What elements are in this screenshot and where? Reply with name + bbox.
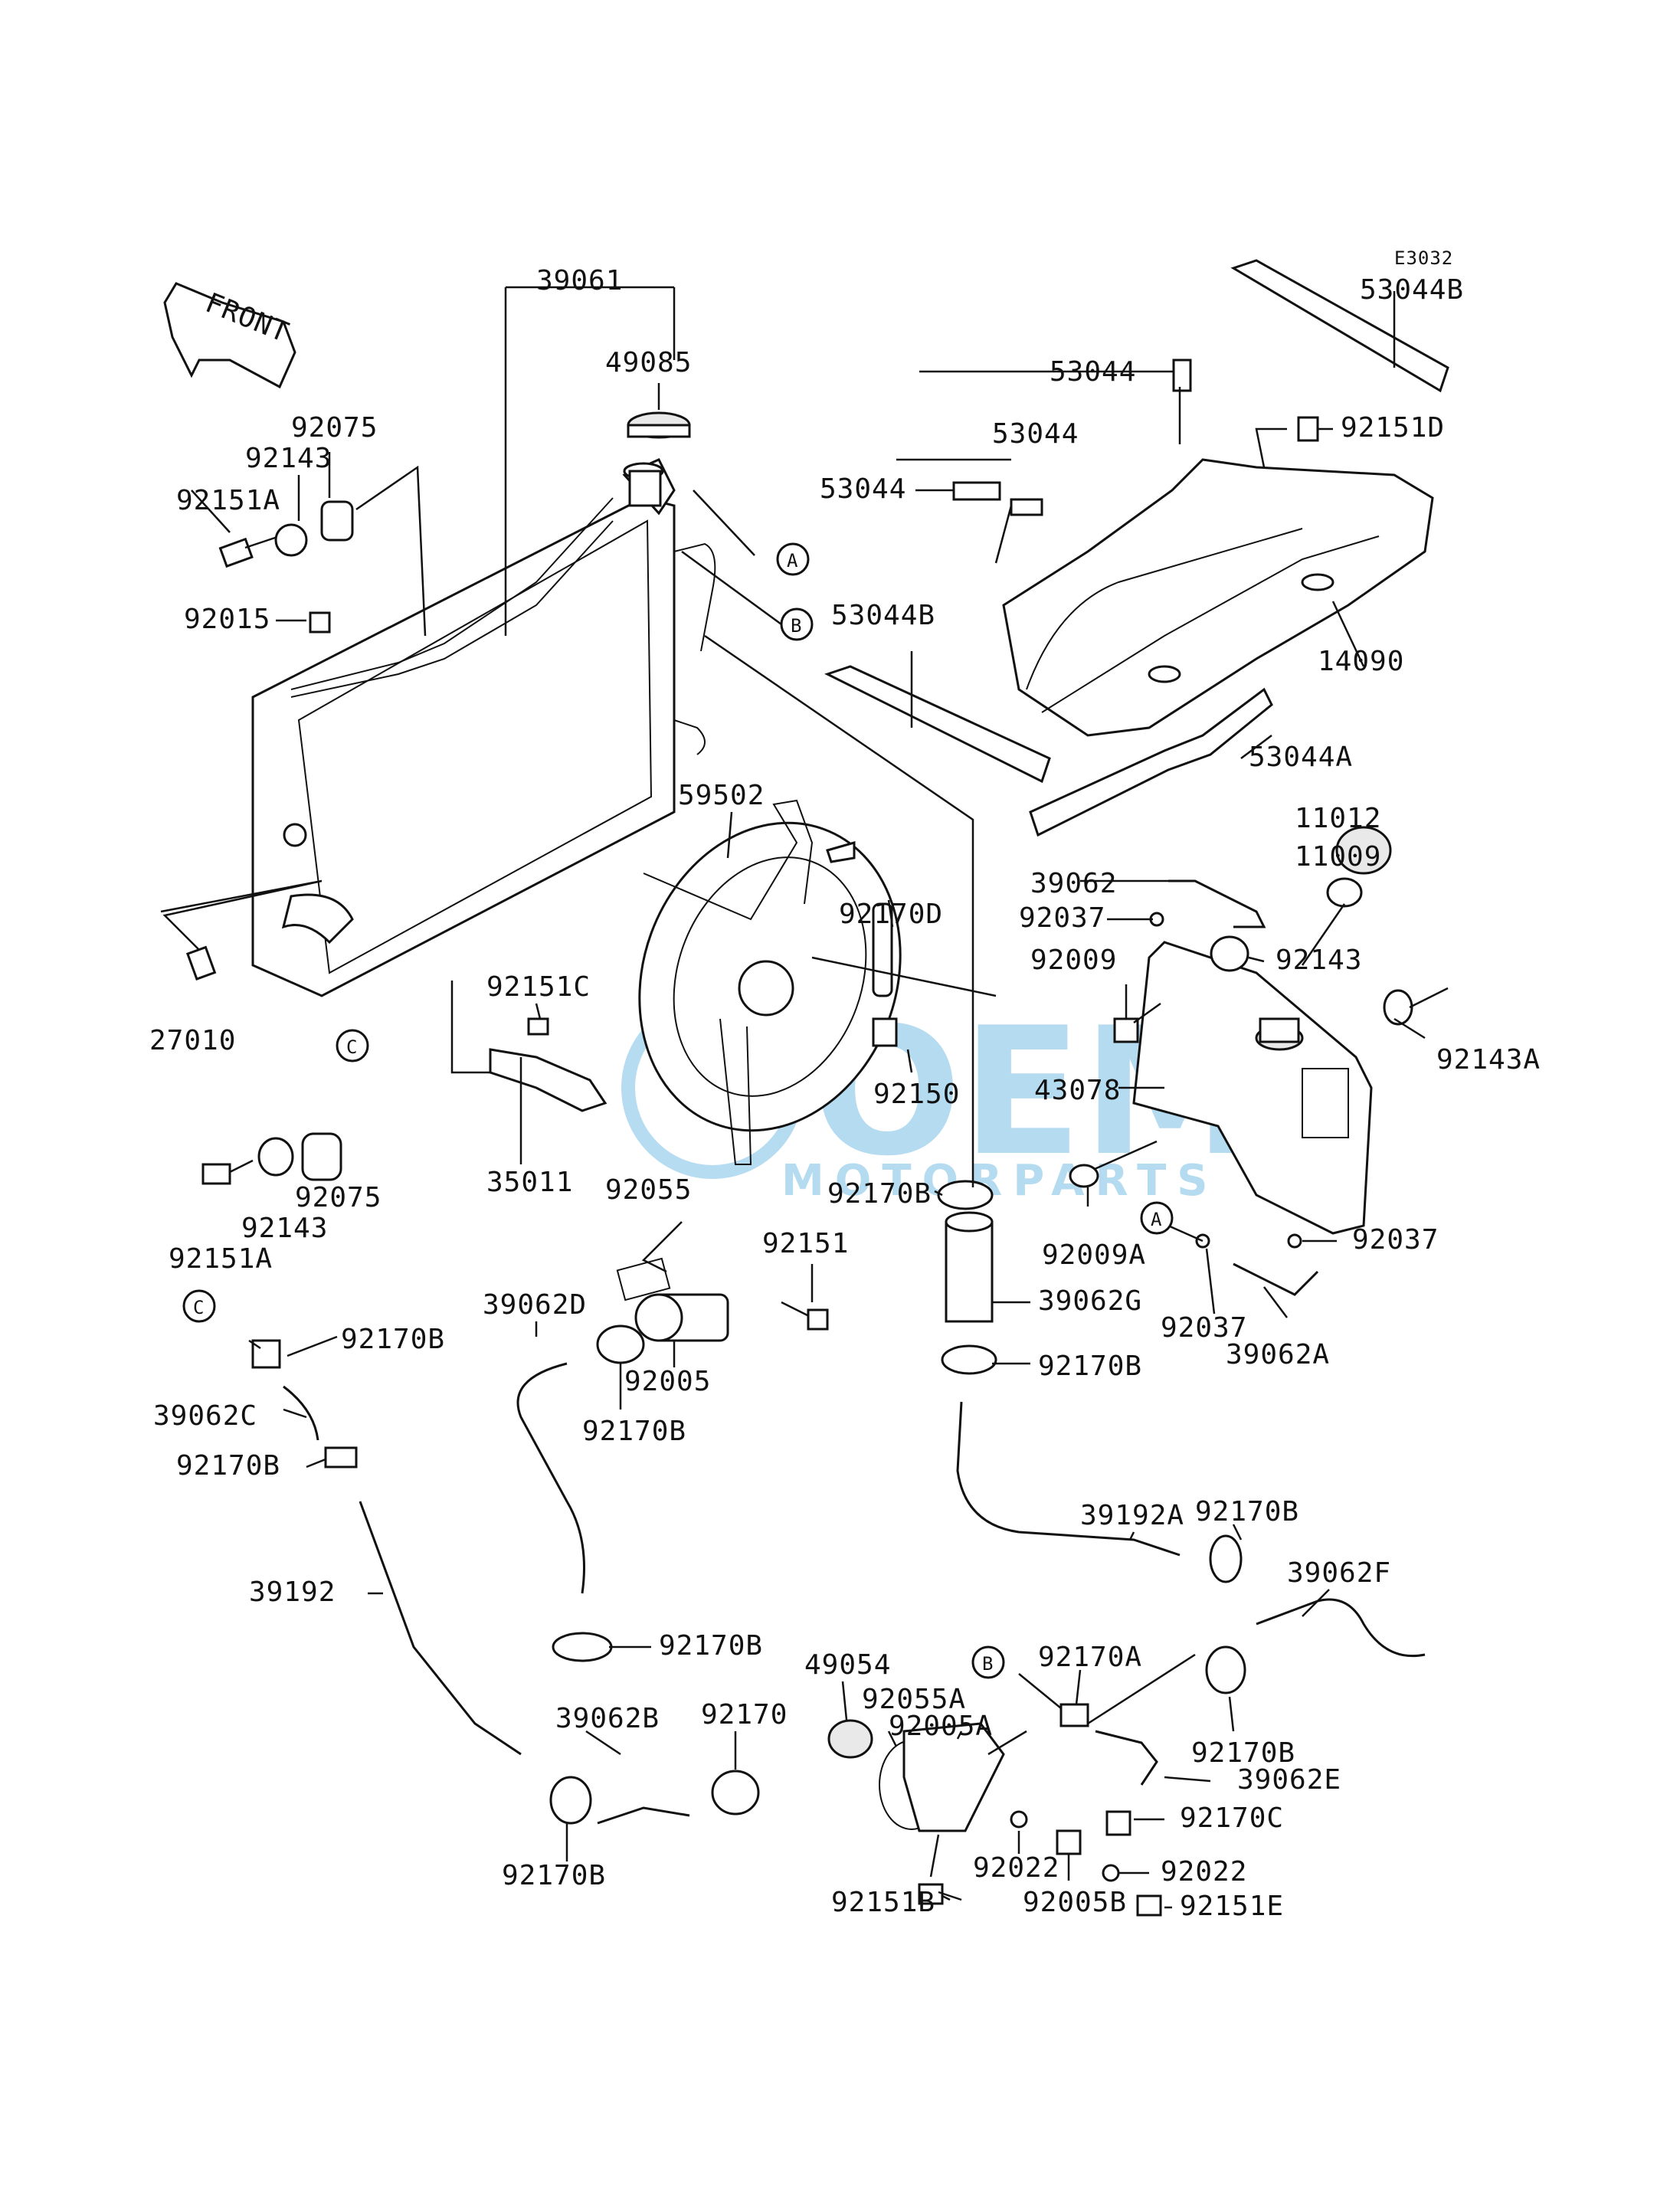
label-92009A: 92009A [1042, 1239, 1146, 1271]
label-92143: 92143 [245, 443, 332, 474]
callout-markers: A B C A B C [182, 542, 1174, 1679]
label-92170: 92170 [701, 1699, 788, 1730]
label-92170B-3: 92170B [582, 1416, 686, 1447]
label-92037: 92037 [1019, 902, 1105, 934]
label-92075-b: 92075 [295, 1182, 382, 1213]
label-92170C: 92170C [1180, 1802, 1284, 1834]
fan-59502 [638, 799, 902, 1165]
label-39062G: 39062G [1038, 1285, 1142, 1317]
label-27010: 27010 [149, 1025, 236, 1056]
label-92151A: 92151A [176, 485, 280, 516]
reservoir-tank [1132, 941, 1373, 1235]
label-92005: 92005 [624, 1366, 711, 1397]
cover-14090 [1002, 458, 1434, 737]
label-92143-c: 92143 [1276, 945, 1362, 976]
label-53044B: 53044B [1360, 274, 1464, 306]
label-39061: 39061 [536, 265, 623, 296]
label-92015: 92015 [184, 604, 270, 635]
label-39192A: 39192A [1080, 1500, 1184, 1531]
label-92151D: 92151D [1341, 412, 1445, 444]
label-49085: 49085 [605, 347, 692, 378]
label-92170B-7: 92170B [341, 1324, 445, 1355]
label-39062F: 39062F [1287, 1557, 1391, 1589]
label-92170B-8: 92170B [1195, 1496, 1299, 1527]
label-92143A: 92143A [1436, 1044, 1541, 1076]
label-92151E: 92151E [1180, 1891, 1284, 1922]
callout-a-2: A [1151, 1209, 1162, 1230]
label-92170B-5: 92170B [176, 1450, 280, 1482]
seal-53044B-mid [824, 665, 1051, 784]
label-92170A: 92170A [1038, 1642, 1142, 1673]
callout-b: B [791, 615, 802, 637]
small-parts [185, 416, 1449, 1296]
leader-lines [160, 286, 1426, 1909]
label-92022-b: 92022 [1161, 1856, 1247, 1888]
label-92151C: 92151C [486, 971, 591, 1003]
label-53044-a: 53044 [1050, 356, 1136, 388]
label-92022: 92022 [973, 1852, 1059, 1884]
label-92170B-1: 92170B [827, 1178, 932, 1210]
label-39062C: 39062C [153, 1400, 257, 1432]
label-92143-b: 92143 [241, 1213, 328, 1244]
label-53044-c: 53044 [820, 473, 906, 505]
callout-b-2: B [982, 1653, 994, 1675]
label-39062D: 39062D [483, 1289, 587, 1321]
part-labels: 39061 49085 92075 92143 92151A 92015 270… [149, 265, 1541, 1922]
label-92055A: 92055A [862, 1684, 966, 1715]
label-11012: 11012 [1295, 803, 1381, 834]
label-92170D: 92170D [839, 899, 943, 930]
label-92170B-4: 92170B [659, 1630, 763, 1662]
watermark-sub: MOTORPARTS [781, 1156, 1219, 1206]
callout-c-2: C [193, 1297, 205, 1318]
label-39062B: 39062B [555, 1703, 660, 1734]
label-92075: 92075 [291, 412, 378, 444]
label-39062E: 39062E [1237, 1764, 1341, 1796]
label-35011: 35011 [486, 1167, 573, 1198]
label-92037-b: 92037 [1352, 1224, 1439, 1256]
label-14090: 14090 [1318, 646, 1404, 677]
label-53044A: 53044A [1249, 742, 1353, 773]
label-92170B-9: 92170B [1191, 1737, 1295, 1769]
callout-c: C [346, 1036, 358, 1058]
label-92151A-b: 92151A [169, 1243, 273, 1275]
seal-53044A [1029, 687, 1273, 837]
label-92150: 92150 [873, 1079, 960, 1110]
label-59502: 59502 [678, 780, 765, 811]
diagram-code: E3032 [1394, 247, 1453, 269]
seals-53044 [952, 359, 1192, 516]
label-92170B-6: 92170B [502, 1860, 606, 1891]
label-92151: 92151 [762, 1228, 849, 1259]
label-49054: 49054 [804, 1649, 891, 1681]
label-39062: 39062 [1030, 868, 1117, 899]
label-53044-b: 53044 [992, 418, 1079, 450]
label-39192: 39192 [249, 1577, 336, 1608]
label-39062A: 39062A [1226, 1339, 1330, 1370]
label-92151B: 92151B [831, 1887, 935, 1918]
label-92005A: 92005A [889, 1711, 993, 1742]
label-11009: 11009 [1295, 841, 1381, 873]
label-92005B: 92005B [1023, 1887, 1127, 1918]
hoses [251, 1180, 1426, 1917]
callout-a: A [787, 550, 798, 571]
radiator-cap [627, 411, 691, 439]
label-43078: 43078 [1034, 1075, 1121, 1106]
label-92170B-2: 92170B [1038, 1351, 1142, 1382]
label-92037-c: 92037 [1161, 1312, 1247, 1344]
front-arrow-icon: FRONT [163, 282, 296, 389]
label-53044B-mid: 53044B [831, 600, 935, 631]
label-92009: 92009 [1030, 945, 1117, 976]
radiator [251, 458, 716, 997]
label-92055: 92055 [605, 1174, 692, 1206]
